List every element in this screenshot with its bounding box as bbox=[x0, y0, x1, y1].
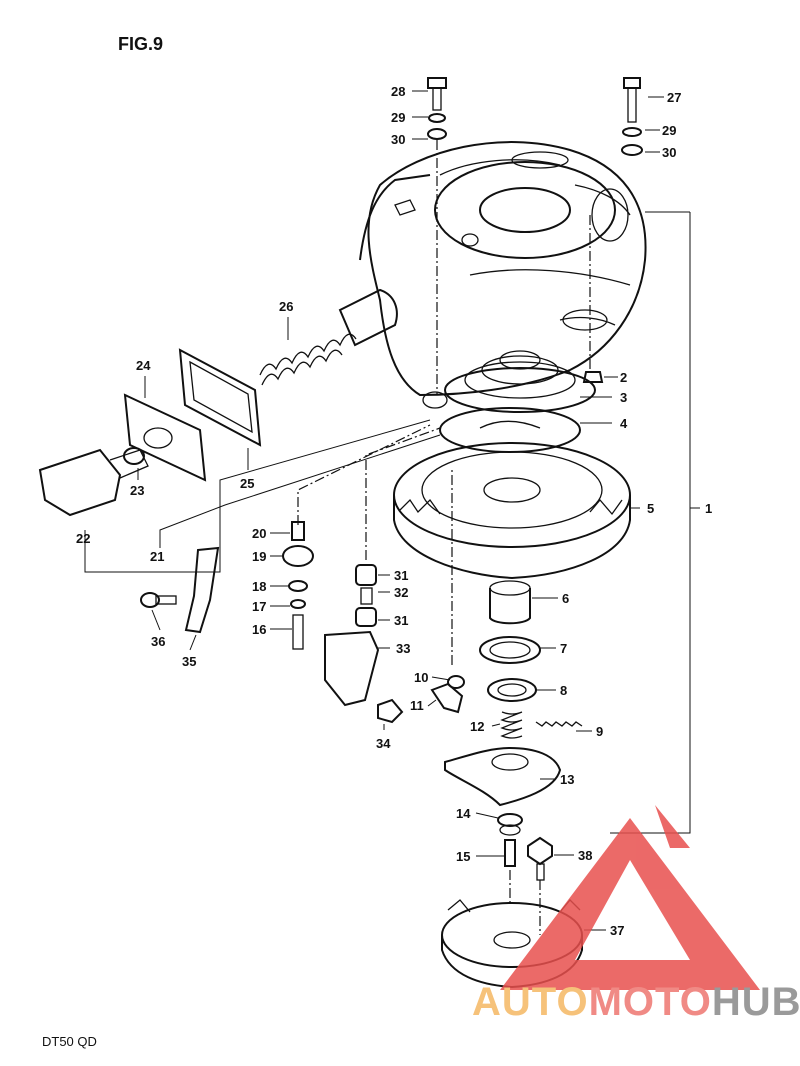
handle-rope-spring bbox=[259, 288, 398, 386]
callout-6: 6 bbox=[562, 591, 569, 606]
callout-14: 14 bbox=[456, 806, 471, 821]
handle-guide-25 bbox=[178, 348, 262, 447]
watermark-text: AUTOMOTOHUB bbox=[472, 980, 800, 1024]
spring-case-plate bbox=[439, 407, 581, 453]
reel-shaft bbox=[489, 580, 531, 625]
callout-10: 10 bbox=[414, 670, 428, 685]
callout-30-right: 30 bbox=[662, 145, 676, 160]
callout-5: 5 bbox=[647, 501, 654, 516]
callout-23: 23 bbox=[130, 483, 144, 498]
callout-31-top: 31 bbox=[394, 568, 408, 583]
callout-8: 8 bbox=[560, 683, 567, 698]
handle-plate-24 bbox=[123, 393, 207, 482]
callout-38: 38 bbox=[578, 848, 592, 863]
callout-9: 9 bbox=[596, 724, 603, 739]
bolt-2 bbox=[582, 371, 604, 383]
callout-26: 26 bbox=[279, 299, 293, 314]
bracket-33 bbox=[324, 630, 380, 707]
friction-plate bbox=[444, 746, 562, 807]
callout-32: 32 bbox=[394, 585, 408, 600]
washer bbox=[487, 678, 537, 702]
bolt-27 bbox=[621, 77, 643, 156]
svg-text:AUTOMOTOHUB: AUTOMOTOHUB bbox=[472, 980, 800, 1024]
callout-29-right: 29 bbox=[662, 123, 676, 138]
callout-15: 15 bbox=[456, 849, 470, 864]
small-washer bbox=[497, 813, 523, 827]
starter-handle bbox=[38, 447, 149, 517]
callout-16: 16 bbox=[252, 622, 266, 637]
starter-reel bbox=[393, 442, 631, 580]
leader-lines bbox=[84, 90, 700, 935]
ratchet-ring bbox=[479, 636, 541, 664]
callout-18: 18 bbox=[252, 579, 266, 594]
callout-7: 7 bbox=[560, 641, 567, 656]
callout-20: 20 bbox=[252, 526, 266, 541]
callout-28: 28 bbox=[391, 84, 405, 99]
pawl bbox=[430, 682, 464, 714]
callout-24: 24 bbox=[136, 358, 151, 373]
callout-34: 34 bbox=[376, 736, 391, 751]
callout-13: 13 bbox=[560, 772, 574, 787]
callout-29-left: 29 bbox=[391, 110, 405, 125]
callout-19: 19 bbox=[252, 549, 266, 564]
callout-30-left: 30 bbox=[391, 132, 405, 147]
callout-22: 22 bbox=[76, 531, 90, 546]
tension-spring bbox=[535, 721, 583, 727]
callout-12: 12 bbox=[470, 719, 484, 734]
callout-2: 2 bbox=[620, 370, 627, 385]
callout-25: 25 bbox=[240, 476, 254, 491]
callout-4: 4 bbox=[620, 416, 628, 431]
starter-case-housing bbox=[359, 141, 647, 409]
callout-35: 35 bbox=[182, 654, 196, 669]
callout-27: 27 bbox=[667, 90, 681, 105]
bolt-34 bbox=[377, 698, 404, 724]
callout-11: 11 bbox=[410, 698, 424, 713]
callout-3: 3 bbox=[620, 390, 627, 405]
figure-title: FIG.9 bbox=[118, 34, 163, 54]
callout-1: 1 bbox=[705, 501, 712, 516]
callout-17: 17 bbox=[252, 599, 266, 614]
callout-labels: 1 2 3 4 5 6 7 8 9 10 11 12 13 14 15 16 1… bbox=[76, 84, 712, 938]
bolt-38 bbox=[527, 836, 553, 881]
bolt-28 bbox=[427, 77, 447, 140]
model-code: DT50 QD bbox=[42, 1034, 97, 1049]
bushings-31-32 bbox=[355, 564, 377, 627]
callout-36: 36 bbox=[151, 634, 165, 649]
bolt-15 bbox=[504, 839, 516, 867]
recoil-spring bbox=[444, 350, 596, 413]
lever-35 bbox=[184, 546, 220, 634]
callout-21: 21 bbox=[150, 549, 164, 564]
bolt-36 bbox=[140, 592, 177, 608]
callout-33: 33 bbox=[396, 641, 410, 656]
callout-37: 37 bbox=[610, 923, 624, 938]
callout-31-bottom: 31 bbox=[394, 613, 408, 628]
pawl-pin bbox=[447, 675, 465, 689]
watermark-logo bbox=[500, 805, 760, 990]
coil-spring-small bbox=[500, 711, 523, 739]
